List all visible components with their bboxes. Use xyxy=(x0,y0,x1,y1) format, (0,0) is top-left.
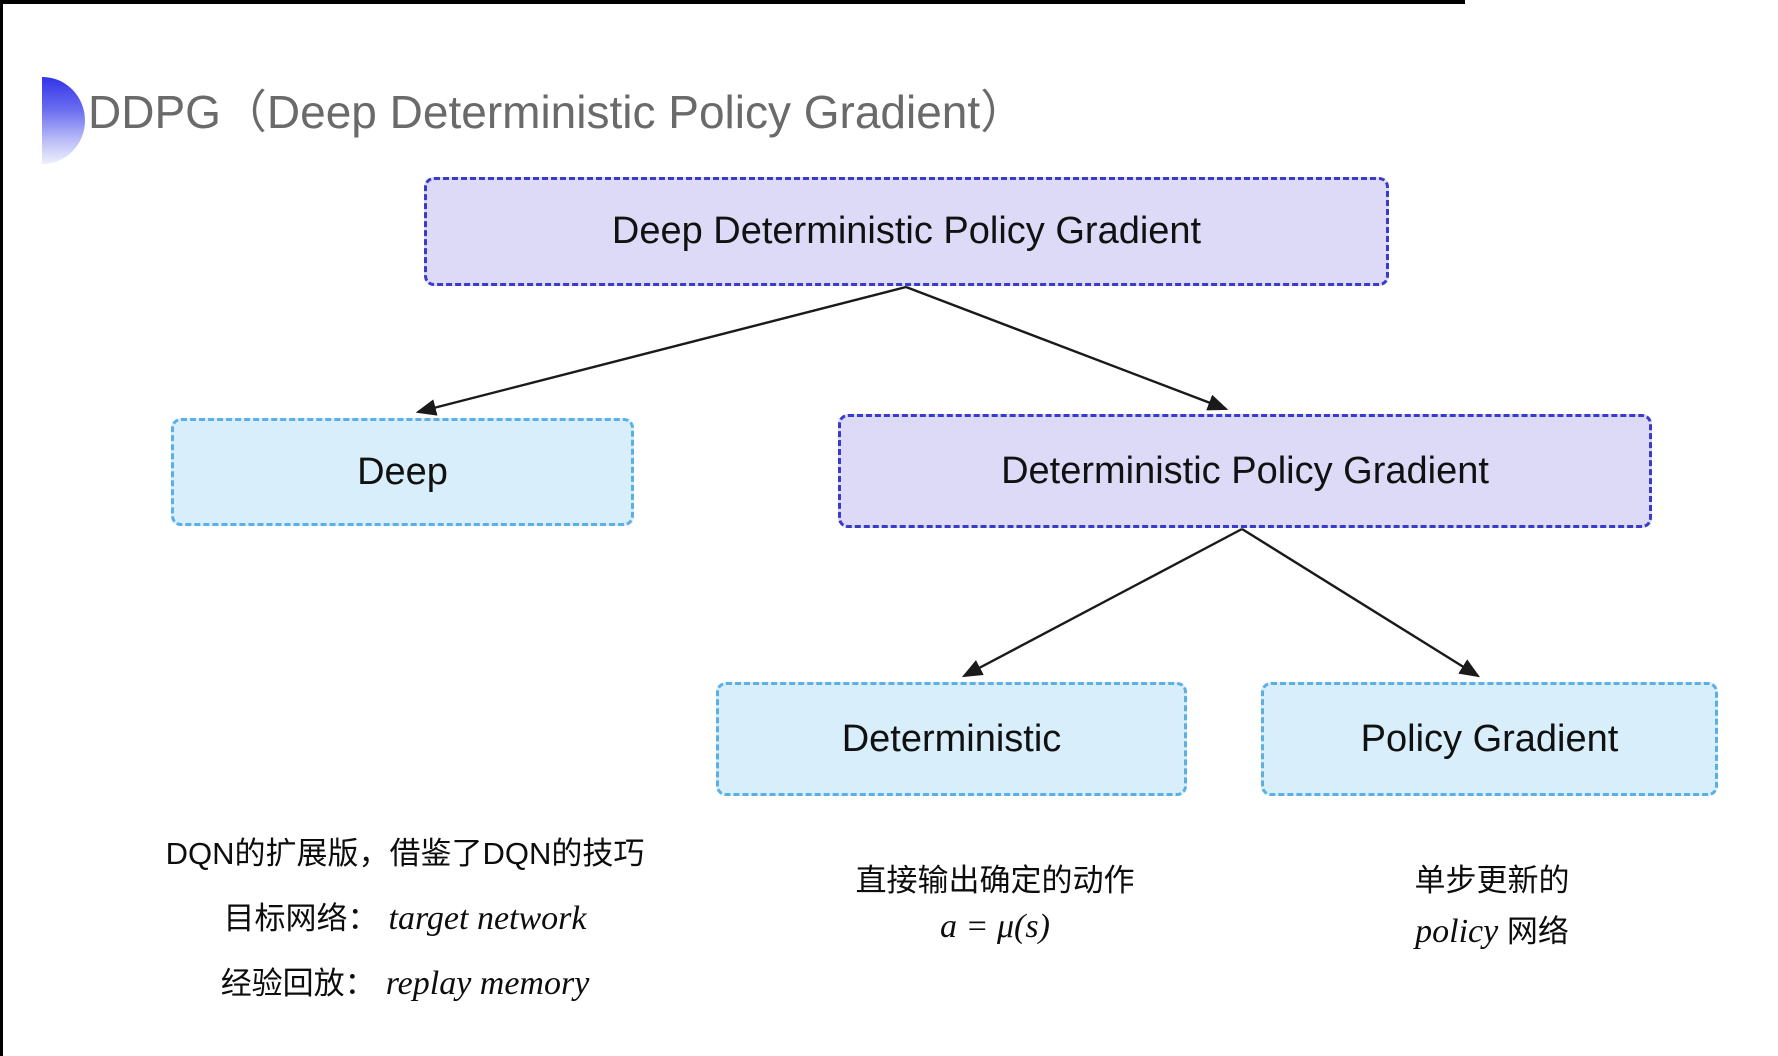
note-deep-replay-label: 经验回放： xyxy=(220,966,376,1001)
note-deterministic-formula: a = μ(s) xyxy=(940,908,1050,945)
edge-root-dpg xyxy=(905,285,1229,411)
frame-left-border xyxy=(0,0,3,1056)
page-title: DDPG（Deep Deterministic Policy Gradient） xyxy=(88,86,1027,138)
note-deep-line1: DQN的扩展版，借鉴了DQN的技巧 xyxy=(165,836,645,871)
note-deep-target-row: 目标网络： target network xyxy=(115,893,695,938)
note-deterministic: 直接输出确定的动作 a = μ(s) xyxy=(795,855,1195,946)
accent-semicircle-icon xyxy=(42,77,85,164)
note-policy-gradient-rest: 网络 xyxy=(1498,914,1569,949)
note-deep-replay-row: 经验回放： replay memory xyxy=(115,958,695,1003)
edge-dpg-policy-gradient xyxy=(1241,527,1481,678)
note-deep: DQN的扩展版，借鉴了DQN的技巧 目标网络： target network 经验… xyxy=(115,828,695,1003)
note-policy-gradient-line2: policy 网络 xyxy=(1292,906,1692,951)
node-deterministic-label: Deterministic xyxy=(841,717,1062,760)
note-policy-gradient-word: policy xyxy=(1415,913,1499,950)
node-deterministic: Deterministic xyxy=(716,682,1187,796)
note-deep-target-value: target network xyxy=(388,900,587,937)
note-deep-target-label: 目标网络： xyxy=(223,901,379,936)
edge-root-deep xyxy=(415,285,907,416)
node-root: Deep Deterministic Policy Gradient xyxy=(424,177,1389,286)
node-dpg: Deterministic Policy Gradient xyxy=(838,414,1652,528)
node-policy-gradient-label: Policy Gradient xyxy=(1360,717,1619,760)
node-deep: Deep xyxy=(171,418,634,526)
note-policy-gradient-line1: 单步更新的 xyxy=(1414,863,1570,898)
node-deep-label: Deep xyxy=(357,450,448,493)
edge-dpg-deterministic xyxy=(961,527,1243,678)
note-policy-gradient: 单步更新的 policy 网络 xyxy=(1292,855,1692,951)
note-deep-replay-value: replay memory xyxy=(385,965,590,1002)
node-root-label: Deep Deterministic Policy Gradient xyxy=(611,210,1202,252)
frame-top-border xyxy=(0,0,1465,4)
node-dpg-label: Deterministic Policy Gradient xyxy=(1001,449,1489,492)
node-policy-gradient: Policy Gradient xyxy=(1261,682,1718,796)
note-deterministic-line1: 直接输出确定的动作 xyxy=(855,863,1135,898)
